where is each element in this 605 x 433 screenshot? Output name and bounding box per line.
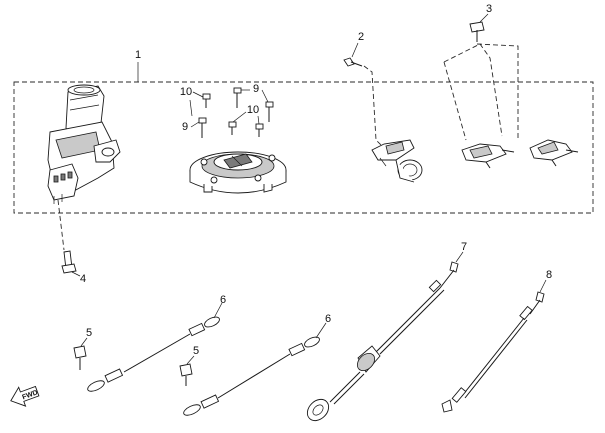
- fuel-cap-lock: [189, 151, 287, 194]
- bolt-3-guide-c: [443, 61, 467, 141]
- callout-8-leader: [539, 279, 547, 293]
- bolt-2-guide: [363, 65, 385, 149]
- clamp-bracket: [371, 139, 423, 183]
- callout-10-left: 10: [180, 86, 192, 98]
- bolt-3: [469, 21, 485, 42]
- callout-6-left: 6: [220, 294, 226, 306]
- bolt-2: [343, 57, 363, 67]
- callout-6-right: 6: [325, 313, 331, 325]
- callout-9-left-leader: [190, 121, 200, 128]
- callout-2-leader: [351, 42, 359, 58]
- callout-3-leader: [479, 13, 489, 23]
- mount-bracket-right: [529, 139, 579, 167]
- callout-8: 8: [546, 269, 552, 281]
- ignition-switch: [47, 84, 121, 204]
- callout-10-left-bracket: [189, 99, 193, 117]
- callout-6-right-leader: [315, 322, 327, 339]
- callout-5-right-leader: [186, 355, 195, 365]
- mount-bracket-left: [461, 143, 515, 169]
- callout-10-right-leader-a: [232, 111, 247, 123]
- callout-1: 1: [135, 49, 141, 61]
- bolt-3-guide-a: [476, 43, 519, 140]
- cable-8: [441, 291, 545, 413]
- fwd-arrow-icon: FWD: [10, 385, 40, 407]
- lanyard-6-left: [87, 316, 220, 392]
- callout-10-left-leader: [192, 91, 204, 98]
- callout-9-left: 9: [182, 121, 188, 133]
- cable-7: [306, 261, 459, 422]
- callout-10-right: 10: [247, 104, 259, 116]
- callout-5-left-leader: [80, 337, 88, 347]
- callout-2: 2: [358, 31, 364, 43]
- assembly-boundary: [13, 81, 594, 214]
- bolt-5-left: [73, 345, 87, 370]
- callout-5-left: 5: [86, 327, 92, 339]
- callout-9-right: 9: [253, 83, 259, 95]
- callout-3: 3: [486, 3, 492, 15]
- callout-9-right-leader-b: [261, 89, 269, 103]
- bolt-4-guide: [57, 199, 65, 251]
- callout-6-left-leader: [213, 302, 223, 319]
- callout-4: 4: [80, 273, 86, 285]
- bolt-4: [61, 250, 77, 274]
- lanyard-6-right: [183, 336, 320, 416]
- callout-7-leader: [455, 251, 464, 263]
- callout-7: 7: [461, 241, 467, 253]
- callout-4-leader: [71, 271, 81, 277]
- bolt-3-guide-b: [443, 43, 503, 137]
- callout-5-right: 5: [193, 345, 199, 357]
- callout-10-right-leader-b: [257, 115, 260, 125]
- screw-set: [198, 87, 274, 138]
- bolt-5-right: [179, 363, 193, 386]
